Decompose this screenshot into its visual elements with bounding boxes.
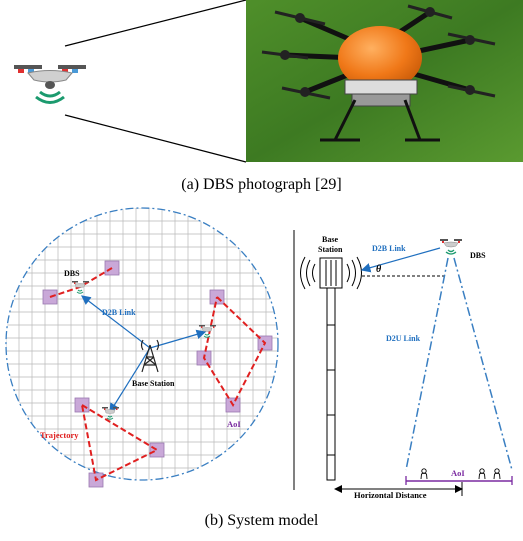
user-icons [420, 468, 501, 480]
base-station-mast [300, 256, 362, 481]
base-station-label-right-2: Station [318, 245, 343, 254]
d2b-link-label-right: D2B Link [372, 244, 406, 253]
dbs-photograph [246, 0, 523, 162]
drone-icon [72, 281, 89, 294]
drone-icon-figure [14, 0, 523, 163]
d2b-link-label-left: D2B Link [102, 308, 136, 317]
user-icon [493, 468, 501, 480]
aoi-label-left: AoI [227, 419, 241, 429]
dbs-label-left: DBS [64, 269, 80, 278]
theta-label: θ [376, 264, 382, 275]
horizontal-distance-label: Horizontal Distance [354, 490, 427, 500]
figure-a-caption: (a) DBS photograph [29] [181, 176, 342, 193]
d2u-link-label: D2U Link [386, 334, 421, 343]
aoi-label-right: AoI [451, 468, 465, 478]
base-station-label-left: Base Station [132, 379, 175, 388]
drone-icon [440, 239, 462, 255]
d2u-cone [405, 257, 513, 471]
right-panel: Base Station D2B Link θ DBS D2U Link A [300, 235, 513, 500]
dbs-label-right: DBS [470, 251, 486, 260]
drone-icon [199, 325, 216, 338]
zoom-line-top [64, 0, 247, 47]
user-icon [420, 468, 428, 480]
d2b-link-arrow [360, 247, 441, 273]
base-station-label-right-1: Base [322, 235, 338, 244]
trajectory-label: Trajectory [40, 430, 79, 440]
left-panel: DBS D2B Link Base Station Trajectory AoI [5, 207, 279, 488]
figure-b: DBS D2B Link Base Station Trajectory AoI [5, 207, 513, 500]
user-icon [478, 468, 486, 480]
figure-b-caption: (b) System model [204, 512, 319, 529]
aoi-square [149, 442, 165, 458]
zoom-line-bottom [64, 114, 247, 163]
coverage-circle [5, 207, 279, 481]
drone-icon [14, 65, 86, 104]
aoi-squares [42, 260, 273, 488]
drone-icon [102, 407, 119, 420]
d2b-links [81, 295, 207, 414]
tower-icon [140, 339, 160, 373]
drone-icon [72, 281, 216, 420]
